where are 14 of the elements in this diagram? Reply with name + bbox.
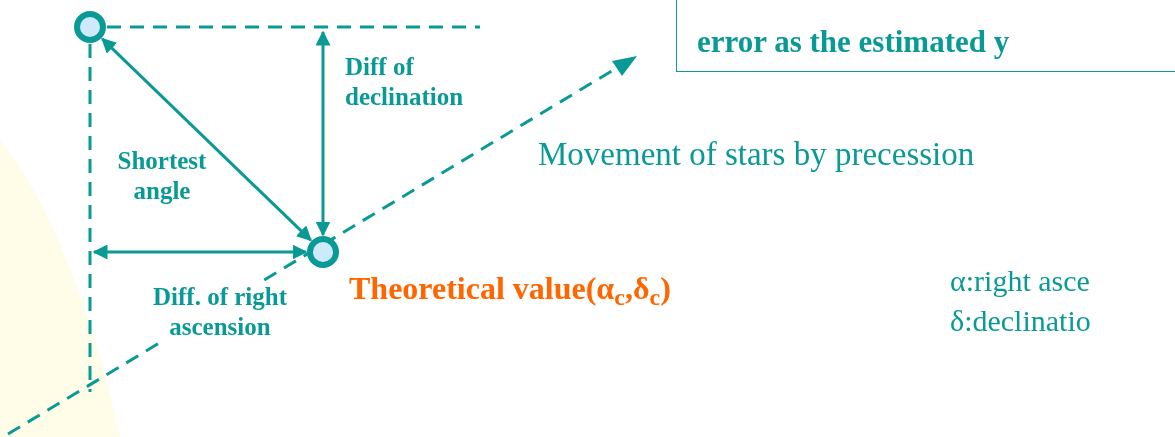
edge-label: Shortest angle [116, 146, 208, 206]
edge-label: Diff of declination [345, 52, 465, 112]
note-box: error as the estimated y [676, 0, 1175, 72]
text-label: α:right asce [950, 266, 1090, 296]
star-label: Theoretical value(α$_{c}$,δ$_{c}$) [349, 272, 671, 304]
text-label: Movement of stars by precession [538, 138, 975, 171]
dashed-line [88, 44, 92, 392]
star-circle [74, 11, 106, 43]
dashed-line [107, 25, 480, 29]
arrow [101, 37, 312, 242]
star-circle [307, 236, 339, 268]
arrow [92, 244, 308, 260]
text-label: δ:declinatio [950, 306, 1091, 336]
arrow [315, 30, 331, 237]
